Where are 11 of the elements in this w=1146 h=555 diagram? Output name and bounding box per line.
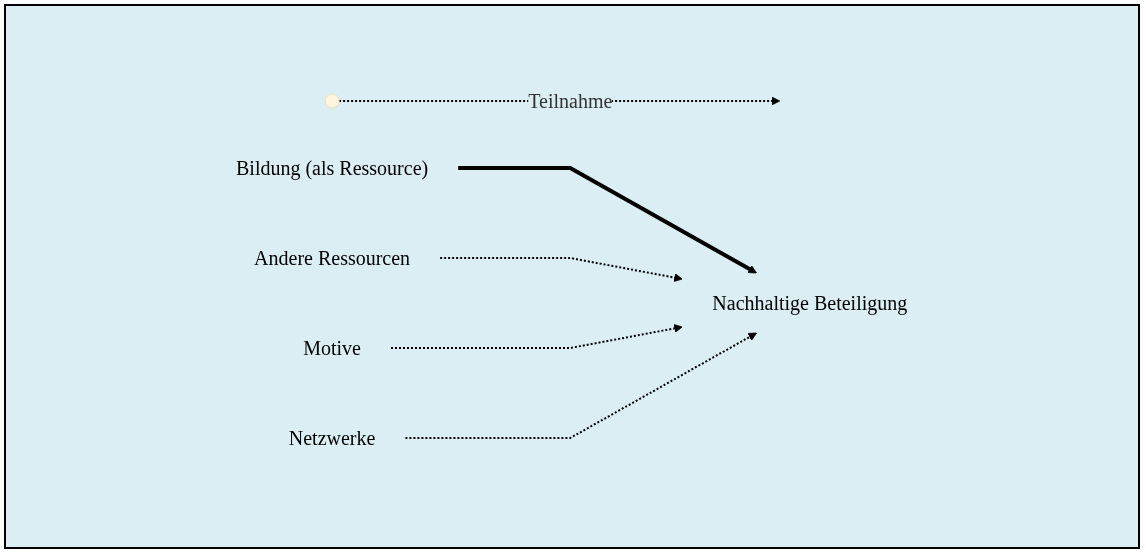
node-text: Netzwerke [289, 426, 376, 449]
node-text: Andere Ressourcen [254, 246, 411, 269]
node-text: Nachhaltige Beteiligung [712, 291, 908, 314]
arrow [390, 323, 684, 349]
diagram-panel: Teilnahme Bildung (als Ressource) Nachhaltige Beteiligung Andere Ressourcen Motive Netzwerke [4, 4, 1140, 549]
node-circle [324, 93, 340, 108]
arrow [439, 256, 684, 282]
node-text: Motive [303, 336, 362, 359]
node-text: Bildung (als Ressource) [236, 156, 429, 179]
arrow [404, 332, 758, 439]
arrow [458, 165, 758, 273]
